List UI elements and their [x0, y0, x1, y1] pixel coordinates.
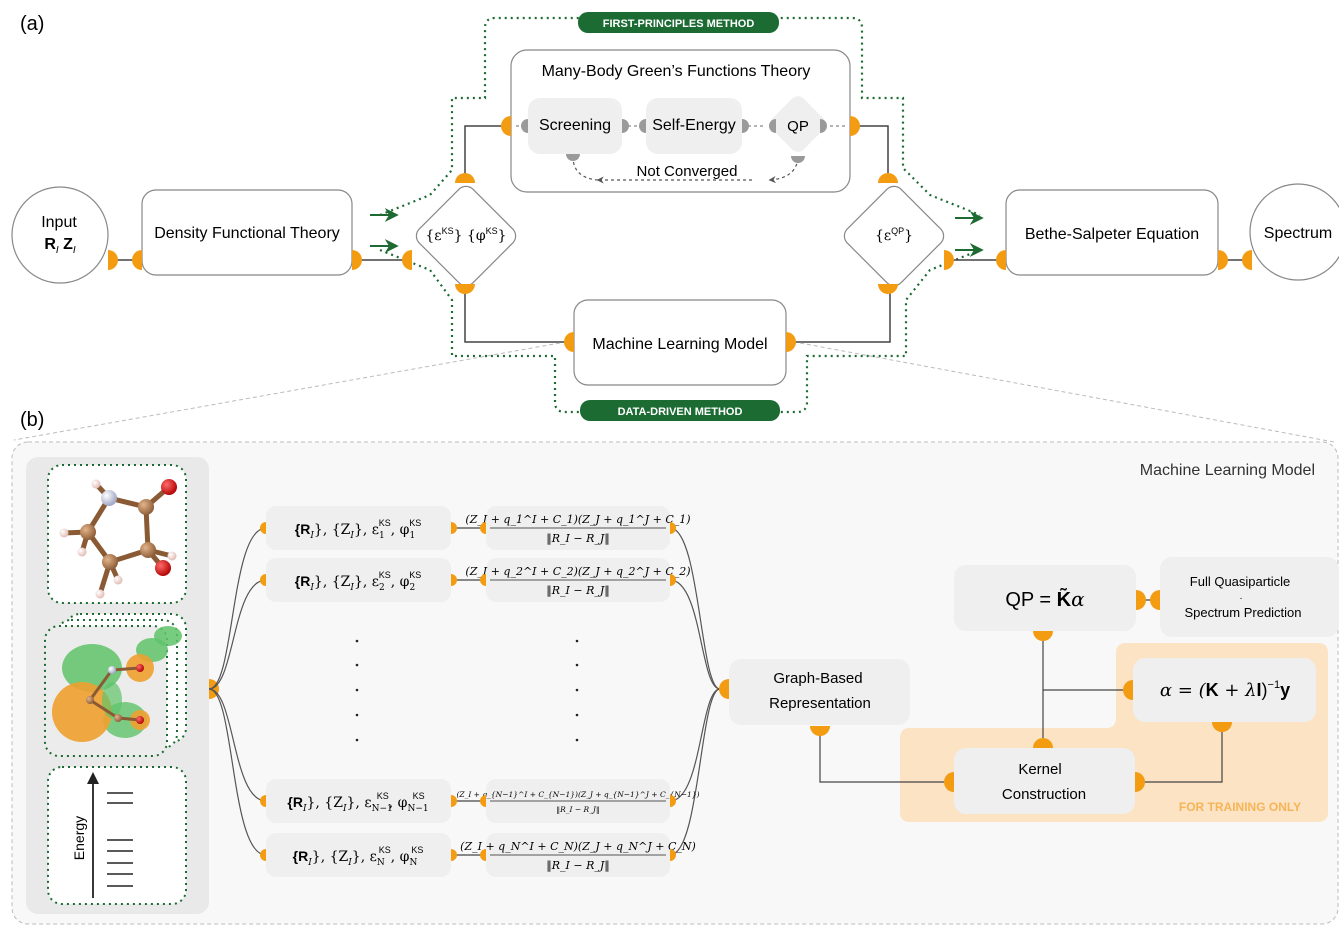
ks-label: {εKS} {φKS}: [425, 226, 506, 244]
qp-label: QP: [787, 118, 809, 135]
formula-numerator: (Z_I + q_N^I + C_N)(Z_J + q_N^J + C_N): [460, 840, 696, 853]
first-principles-badge: [578, 12, 779, 33]
self-energy-box: [646, 98, 742, 154]
zoom-guide-left: [13, 342, 561, 441]
panel-a-label: (a): [20, 13, 44, 35]
full-qp-line1: Full Quasiparticle: [1190, 574, 1290, 589]
loop-arrow-3: [572, 157, 599, 181]
input-title: Input: [41, 214, 77, 231]
ml-model-label: Machine Learning Model: [592, 336, 767, 353]
feature-text: {RI}, {ZI}, εNKS, φNKS: [293, 845, 424, 868]
bse-label: Bethe-Salpeter Equation: [1025, 226, 1199, 243]
self-energy-label: Self-Energy: [652, 117, 736, 134]
input-vars: RI ZI: [44, 236, 76, 256]
mbgft-mini-connectors: [521, 119, 827, 163]
mbgft-title: Many-Body Green’s Functions Theory: [542, 63, 811, 80]
feature-fanout-curves: [208, 527, 721, 856]
zoom-guide-right: [799, 342, 1335, 443]
screening-label: Screening: [539, 117, 611, 134]
formula-denominator: ‖R_I − R_J‖: [546, 532, 610, 546]
energy-axis-arrowhead: [87, 772, 99, 784]
graph-line2: Representation: [769, 695, 871, 712]
feature-box: [266, 506, 451, 550]
formula-numerator: (Z_I + q_1^I + C_1)(Z_J + q_1^J + C_1): [465, 513, 690, 526]
qp-node-diamond: [843, 185, 945, 287]
qp-equation: QP = K̃α: [1005, 587, 1085, 611]
kernel-line2: Construction: [1002, 786, 1086, 803]
feature-row-connectors: [260, 522, 676, 861]
graph-representation-box: [729, 659, 910, 725]
ks-diamond: [415, 185, 517, 287]
graph-line1: Graph-Based: [773, 670, 862, 687]
qp-prediction-box: [954, 565, 1136, 631]
full-qp-spectrum-box: [1160, 557, 1339, 637]
data-driven-badge-text: DATA-DRIVEN METHOD: [618, 406, 743, 418]
feature-box: [266, 833, 451, 877]
first-principles-badge-text: FIRST-PRINCIPLES METHOD: [603, 18, 755, 30]
panel-a-connectors: [108, 125, 1252, 343]
full-qp-line2: Spectrum Prediction: [1184, 605, 1301, 620]
screening-box: [528, 98, 622, 154]
dft-label: Density Functional Theory: [154, 225, 340, 242]
feature-text: {RI}, {ZI}, εN−1KS, φN−1KS: [287, 791, 428, 814]
bse-box: [1005, 189, 1219, 276]
feature-box: [266, 779, 451, 823]
panel-b-title: Machine Learning Model: [1140, 462, 1315, 479]
feature-box: [266, 558, 451, 602]
panel-b-label: (b): [20, 409, 44, 431]
ml-pipeline-connectors: [719, 590, 1232, 792]
formula-numerator: (Z_I + q_{N−1}^I + C_{N−1})(Z_J + q_{N−1…: [456, 790, 699, 799]
data-driven-badge: [580, 400, 780, 421]
molecule-structure-icon: [59, 479, 177, 599]
full-qp-dot: ·: [1239, 593, 1242, 604]
energy-card: [47, 766, 187, 905]
energy-levels: [107, 792, 133, 887]
orbital-density-icon: [52, 626, 182, 742]
formula-numerator: (Z_I + q_2^I + C_2)(Z_J + q_2^J + C_2): [465, 565, 690, 578]
feature-text: {RI}, {ZI}, ε2KS, φ2KS: [295, 570, 421, 593]
dft-box: [141, 189, 353, 276]
formula-denominator: ‖R_I − R_J‖: [546, 859, 610, 873]
qp-diamond: [770, 96, 826, 152]
formula-denominator: ‖R_I − R_J‖: [546, 584, 610, 598]
feature-text: {RI}, {ZI}, ε1KS, φ1KS: [295, 518, 421, 541]
energy-label: Energy: [71, 816, 87, 860]
panel-a-orange-connectors: [108, 116, 1252, 352]
kernel-line1: Kernel: [1018, 761, 1061, 778]
feature-row-2: {RI}, {ZI}, ε2KS, φ2KS (Z_I + q_2^I + C_…: [266, 558, 691, 602]
input-node: [11, 186, 109, 284]
spectrum-node: [1249, 183, 1339, 281]
formula-denominator: ‖R_I − R_J‖: [556, 805, 599, 814]
ellipsis-dots: [355, 639, 579, 742]
not-converged-label: Not Converged: [637, 163, 738, 180]
spectrum-label: Spectrum: [1264, 225, 1332, 242]
kernel-construction-box: [954, 748, 1135, 814]
alpha-solve-box: [1133, 658, 1316, 722]
training-only-label: FOR TRAINING ONLY: [1179, 800, 1301, 814]
feature-row-n: {RI}, {ZI}, εNKS, φNKS (Z_I + q_N^I + C_…: [266, 833, 696, 877]
qp-node-label: {εQP}: [875, 226, 913, 244]
alpha-equation: α = (K + λI)−1y: [1160, 679, 1290, 701]
feature-row-1: {RI}, {ZI}, ε1KS, φ1KS (Z_I + q_1^I + C_…: [266, 506, 691, 550]
